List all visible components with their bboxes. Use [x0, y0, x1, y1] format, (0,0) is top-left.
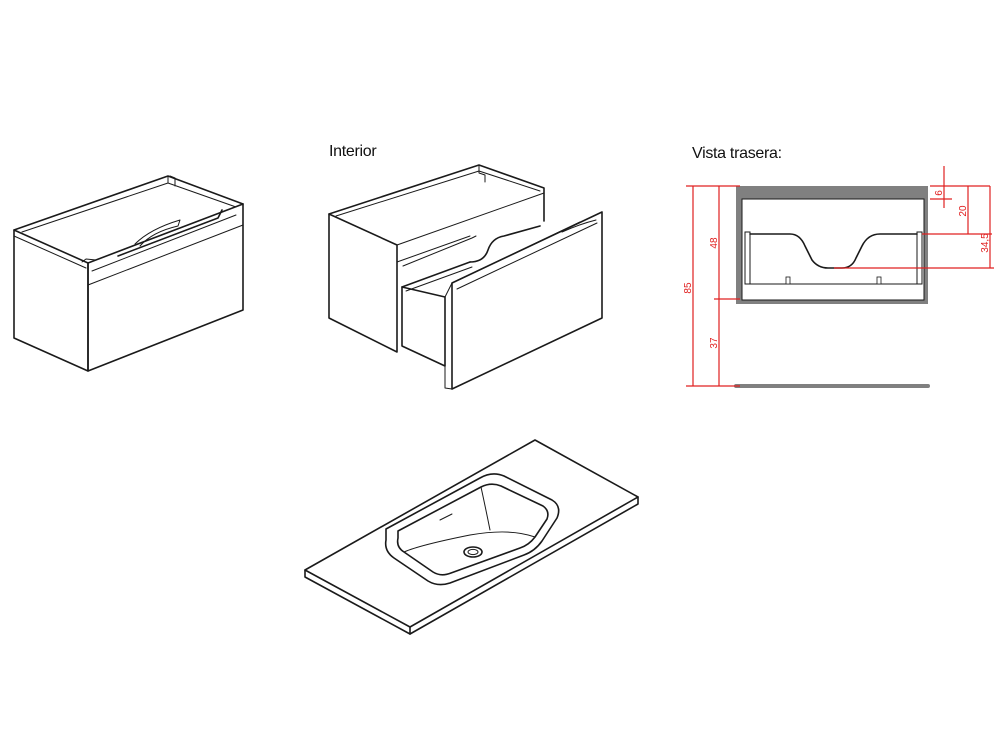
- interior-view-label: Interior: [329, 143, 377, 160]
- open-cabinet-back-post: [478, 164, 486, 183]
- rear-panel-opening: [741, 198, 925, 301]
- open-drawer-side-rear: [401, 261, 471, 288]
- countertop-front-edge: [304, 569, 411, 635]
- rear-view-drawing: 85 48 37 6 20 34,5: [683, 166, 994, 388]
- open-drawer-wavy-side: [469, 225, 541, 263]
- closed-cabinet-clip-back: [169, 175, 176, 187]
- rear-right-bracket: [916, 231, 923, 285]
- rear-foot-left: [785, 276, 791, 285]
- open-drawer-front-thickness: [444, 296, 453, 390]
- dim-basket-depth-text: 34,5: [980, 233, 991, 253]
- rear-foot-right: [876, 276, 882, 285]
- basin-bowl-wall: [403, 531, 536, 553]
- open-cabinet-divider: [396, 235, 471, 263]
- countertop-right-edge: [409, 496, 639, 635]
- dim-top-offset-text: 6: [934, 190, 945, 196]
- basin-drain-inner: [467, 548, 479, 556]
- basin-overflow-slot: [439, 513, 453, 521]
- closed-cabinet-drawing: [13, 175, 244, 372]
- dim-cabinet-height-text: 48: [709, 237, 720, 249]
- closed-cabinet-side: [87, 203, 244, 372]
- rear-view-label: Vista trasera:: [692, 145, 782, 162]
- open-cabinet-rim-front: [396, 192, 545, 246]
- open-cabinet-rail: [402, 235, 477, 267]
- dim-upper-gap-text: 20: [958, 205, 969, 217]
- open-drawer-front-panel: [451, 211, 603, 390]
- open-cabinet-top: [328, 164, 545, 222]
- basin-bowl-back: [480, 486, 491, 531]
- basin-drain-icon: [463, 546, 483, 558]
- countertop-basin-drawing: [304, 439, 639, 635]
- closed-cabinet-handle-notch: [134, 219, 181, 247]
- basin-outer-rim: [384, 473, 560, 586]
- open-cabinet-drawing: [328, 164, 603, 390]
- open-drawer-front-edge: [444, 221, 581, 298]
- closed-cabinet-clip: [81, 258, 97, 263]
- open-drawer-box: [401, 286, 446, 367]
- dim-total-height-text: 85: [683, 282, 694, 294]
- open-drawer-inner: [405, 266, 473, 292]
- open-drawer-handle-notch: [561, 219, 597, 233]
- basin-inner-rim: [396, 483, 549, 576]
- open-cabinet-side: [328, 213, 398, 353]
- closed-cabinet-drawer-inner: [91, 214, 237, 272]
- rear-left-bracket: [744, 231, 751, 285]
- open-drawer-front-inner: [456, 222, 598, 290]
- closed-cabinet-drawer-top: [87, 224, 244, 286]
- closed-cabinet-handle: [117, 209, 223, 257]
- closed-cabinet-front: [13, 229, 89, 372]
- dim-leg-height-text: 37: [709, 337, 720, 349]
- closed-cabinet-front-edge: [13, 235, 87, 269]
